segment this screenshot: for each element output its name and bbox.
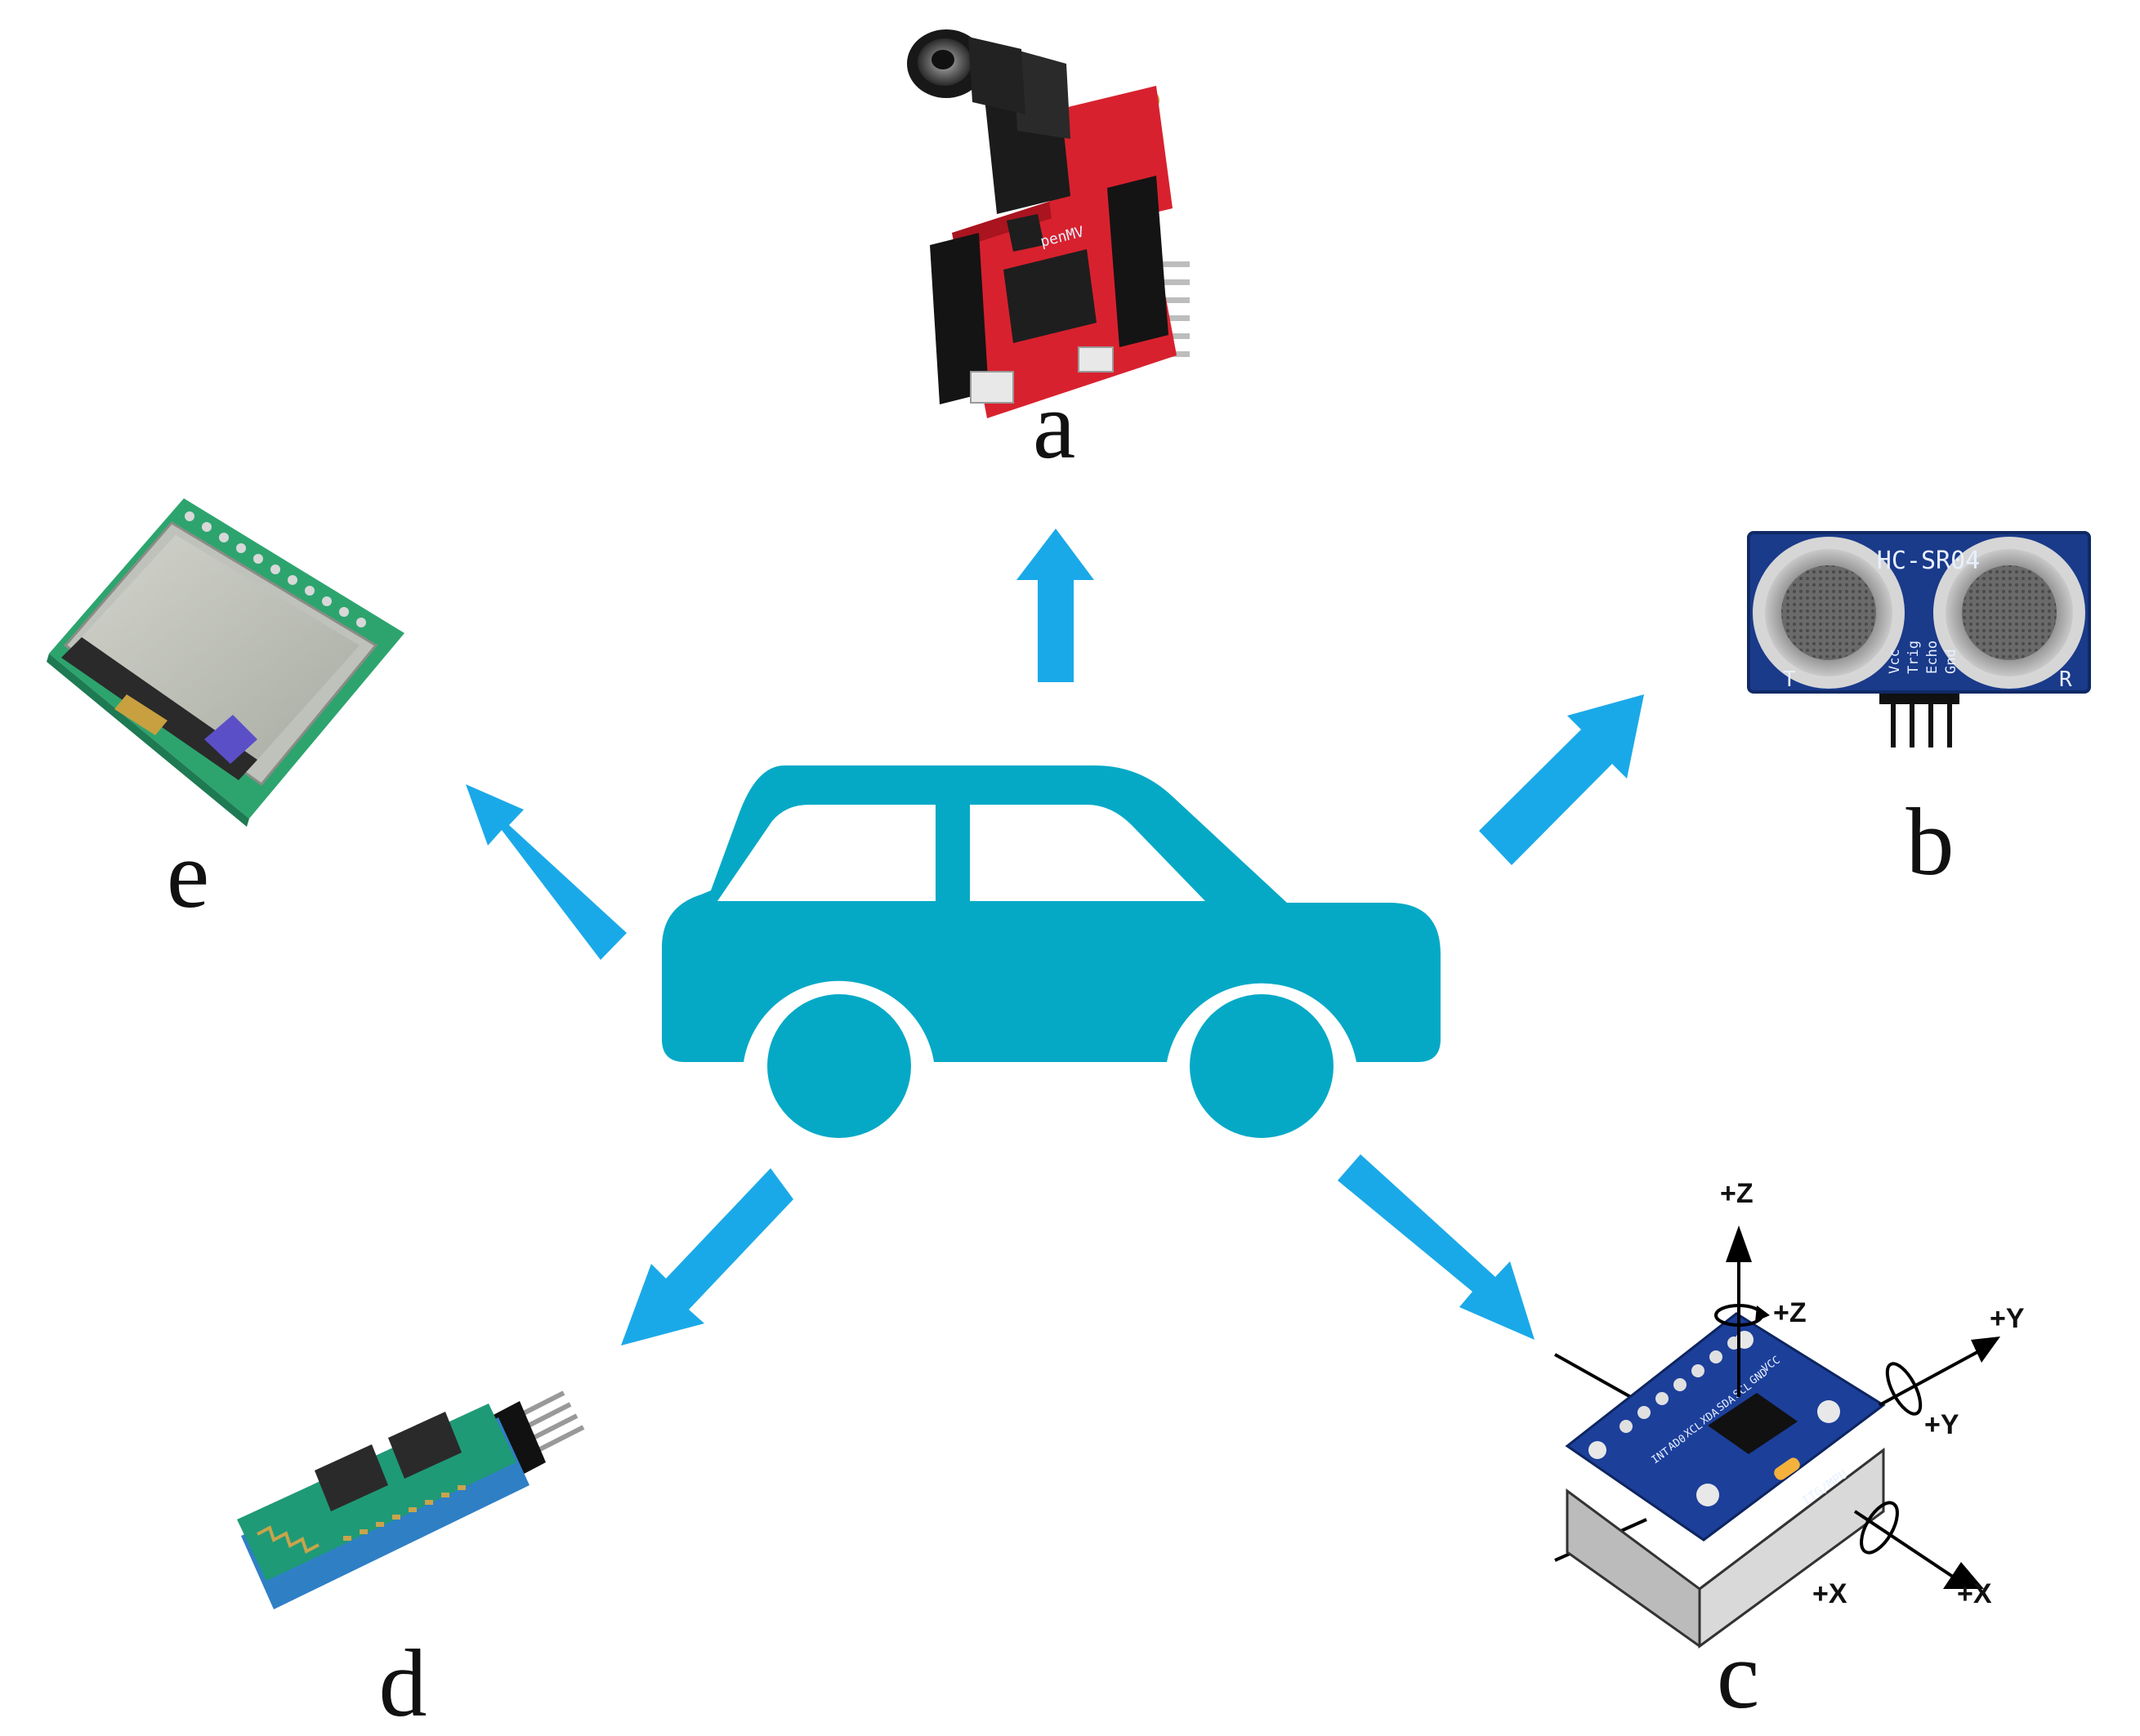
axis-label-z-rotation: +Z bbox=[1773, 1297, 1807, 1328]
car-window-right bbox=[970, 805, 1205, 901]
label-e: e bbox=[167, 821, 209, 928]
car-wheel-right bbox=[1190, 994, 1334, 1138]
arrow-to-c bbox=[1338, 1154, 1535, 1340]
label-d: d bbox=[379, 1630, 427, 1736]
axis-label-z: +Z bbox=[1720, 1178, 1754, 1209]
axis-label-x-rotation: +X bbox=[1812, 1578, 1847, 1609]
axis-label-y: +Y bbox=[1990, 1303, 2025, 1334]
car-icon bbox=[662, 765, 1441, 1138]
arrow-icon bbox=[466, 529, 1644, 1346]
pin-label: Trig bbox=[1905, 640, 1922, 674]
label-b: b bbox=[1906, 788, 1955, 895]
hc-sr04-model-text: HC-SR04 bbox=[1877, 547, 1980, 575]
arrow-to-b bbox=[1479, 694, 1644, 865]
car-window-left bbox=[717, 805, 936, 901]
receiver-label: R bbox=[2059, 667, 2072, 692]
arrow-to-d bbox=[621, 1168, 793, 1346]
pin-label: Vcc bbox=[1887, 649, 1903, 674]
axis-label-y-rotation: +Y bbox=[1924, 1409, 1959, 1440]
lcd-display-module bbox=[47, 498, 404, 827]
axis-label-x: +X bbox=[1957, 1578, 1992, 1609]
ultrasonic-sensor-module: HC-SR04 T R Vcc Trig Echo Gnd bbox=[1747, 531, 2091, 748]
arrow-to-a bbox=[1016, 529, 1094, 682]
car-wheel-left bbox=[767, 994, 911, 1138]
pin-label: Echo bbox=[1924, 640, 1941, 674]
arrow-to-e bbox=[466, 784, 627, 960]
openmv-camera-module: penMV bbox=[907, 29, 1190, 418]
imu-sensor-module: ITG/MPU VCC GND SCL SDA XDA XCL AD0 INT … bbox=[1554, 1178, 2025, 1649]
pin-label: Gnd bbox=[1943, 649, 1959, 674]
label-c: c bbox=[1717, 1622, 1759, 1729]
transmitter-label: T bbox=[1783, 667, 1796, 692]
bluetooth-module bbox=[237, 1390, 585, 1609]
label-a: a bbox=[1033, 372, 1075, 479]
